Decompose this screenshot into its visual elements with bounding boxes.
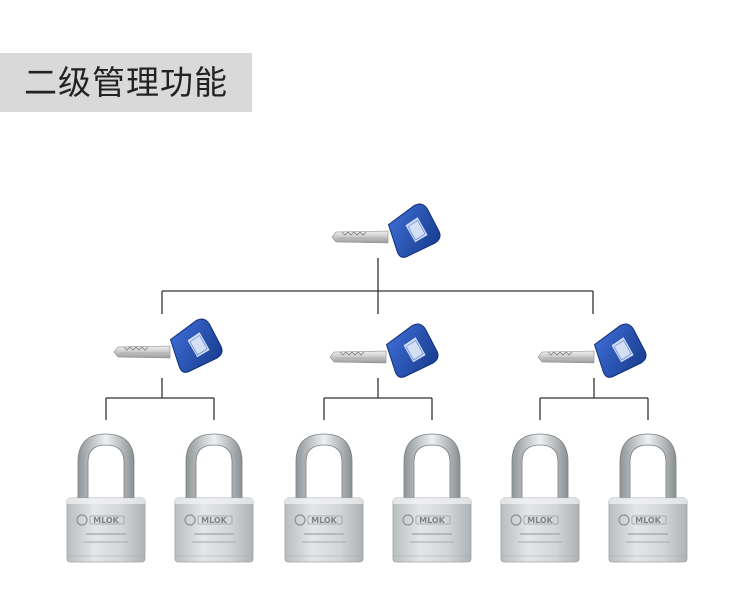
group-key-1-icon (113, 315, 226, 375)
padlock-5-icon (500, 433, 580, 563)
padlock-5-logo: MLOK (527, 516, 554, 525)
padlock-3-icon (284, 433, 364, 563)
padlock-6-icon (608, 433, 688, 563)
padlock-6-logo: MLOK (635, 516, 662, 525)
master-key-icon (331, 200, 444, 260)
padlock-4-logo: MLOK (419, 516, 446, 525)
title-bar: 二级管理功能 (0, 53, 252, 112)
padlock-2-icon (174, 433, 254, 563)
page-title: 二级管理功能 (24, 63, 228, 102)
padlock-1-icon (66, 433, 146, 563)
padlock-4-icon (392, 433, 472, 563)
connector-lines (105, 258, 649, 420)
group-key-3-icon (537, 320, 650, 380)
padlock-2-logo: MLOK (201, 516, 228, 525)
group-key-2-icon (329, 320, 442, 380)
padlock-1-logo: MLOK (93, 516, 120, 525)
padlock-3-logo: MLOK (311, 516, 338, 525)
